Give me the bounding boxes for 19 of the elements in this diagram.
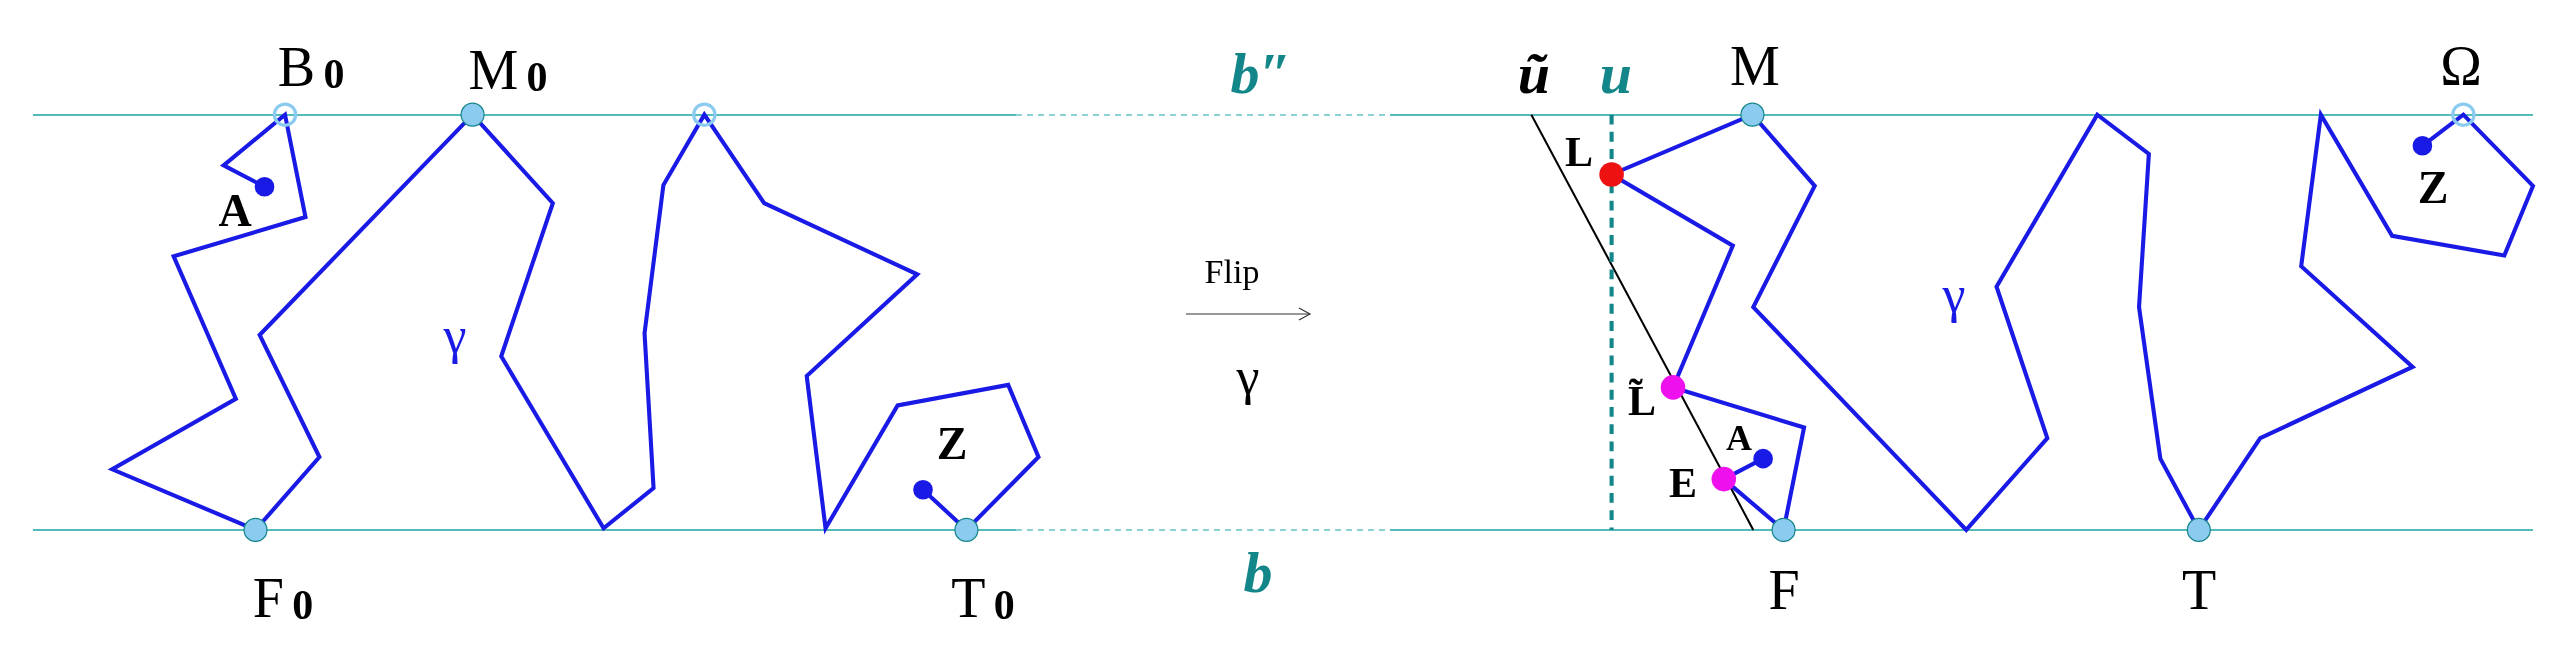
arrow-label: γ bbox=[1236, 351, 1260, 403]
point-label: M bbox=[1730, 38, 1780, 94]
path-label: γ bbox=[1942, 269, 1966, 321]
line-label: b bbox=[1243, 544, 1273, 602]
arrow-label: Flip bbox=[1204, 255, 1260, 289]
point-label: L̃ bbox=[1628, 380, 1656, 422]
point-label: F bbox=[1768, 562, 1800, 618]
point-label: Ω bbox=[2440, 38, 2482, 94]
point-label: L bbox=[1565, 131, 1593, 173]
line-label: ũ bbox=[1517, 45, 1551, 103]
path-label: γ bbox=[443, 310, 467, 362]
point-label: Z bbox=[936, 421, 968, 467]
line-label: b″ bbox=[1230, 45, 1292, 103]
point-label: A bbox=[218, 188, 252, 234]
point-label: E bbox=[1669, 462, 1697, 504]
point-label: A bbox=[1726, 420, 1752, 456]
point-label: Z bbox=[2417, 165, 2449, 211]
line-label: u bbox=[1599, 45, 1633, 103]
point-label: T bbox=[2181, 562, 2217, 618]
